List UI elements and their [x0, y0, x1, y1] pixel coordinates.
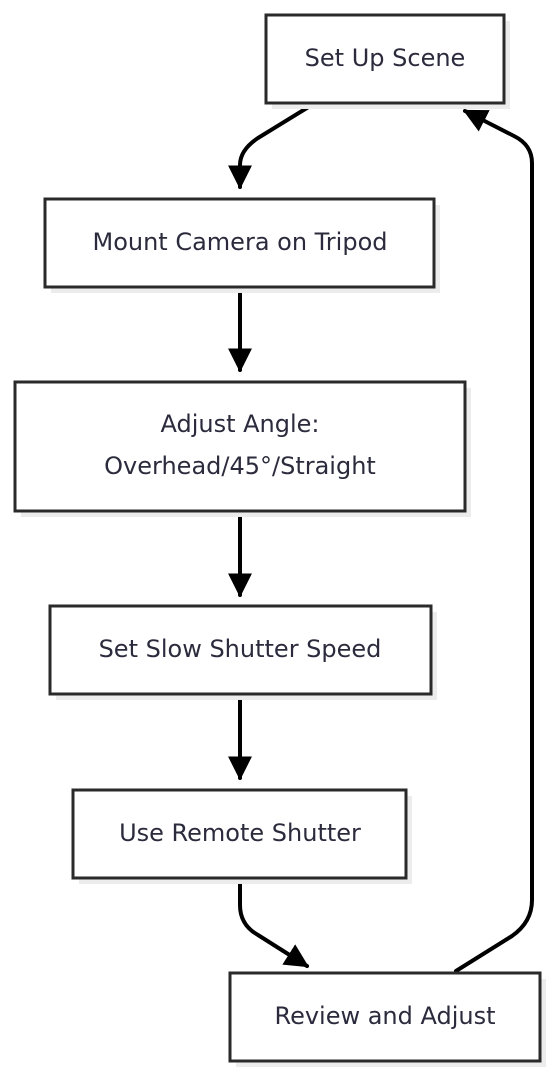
node-slow-shutter[interactable]: Set Slow Shutter Speed [48, 604, 437, 700]
node-label: Use Remote Shutter [119, 819, 361, 847]
edge-remote-shutter-to-review-adjust [238, 876, 310, 968]
node-label: Review and Adjust [274, 1002, 495, 1030]
node-adjust-angle[interactable]: Adjust Angle: Overhead/45°/Straight [13, 380, 471, 517]
edge-review-adjust-to-set-up-scene [454, 109, 534, 973]
node-remote-shutter[interactable]: Use Remote Shutter [71, 788, 412, 884]
node-label: Mount Camera on Tripod [92, 228, 387, 256]
node-set-up-scene[interactable]: Set Up Scene [264, 13, 510, 109]
node-label-line-2: Overhead/45°/Straight [104, 452, 376, 480]
node-label: Set Slow Shutter Speed [99, 635, 382, 663]
edge-set-up-scene-to-mount-camera [228, 101, 317, 190]
node-label: Set Up Scene [305, 44, 466, 72]
node-label-line-1: Adjust Angle: [160, 410, 319, 438]
edges [228, 101, 534, 973]
node-review-adjust[interactable]: Review and Adjust [228, 971, 546, 1067]
node-mount-camera[interactable]: Mount Camera on Tripod [43, 197, 440, 293]
